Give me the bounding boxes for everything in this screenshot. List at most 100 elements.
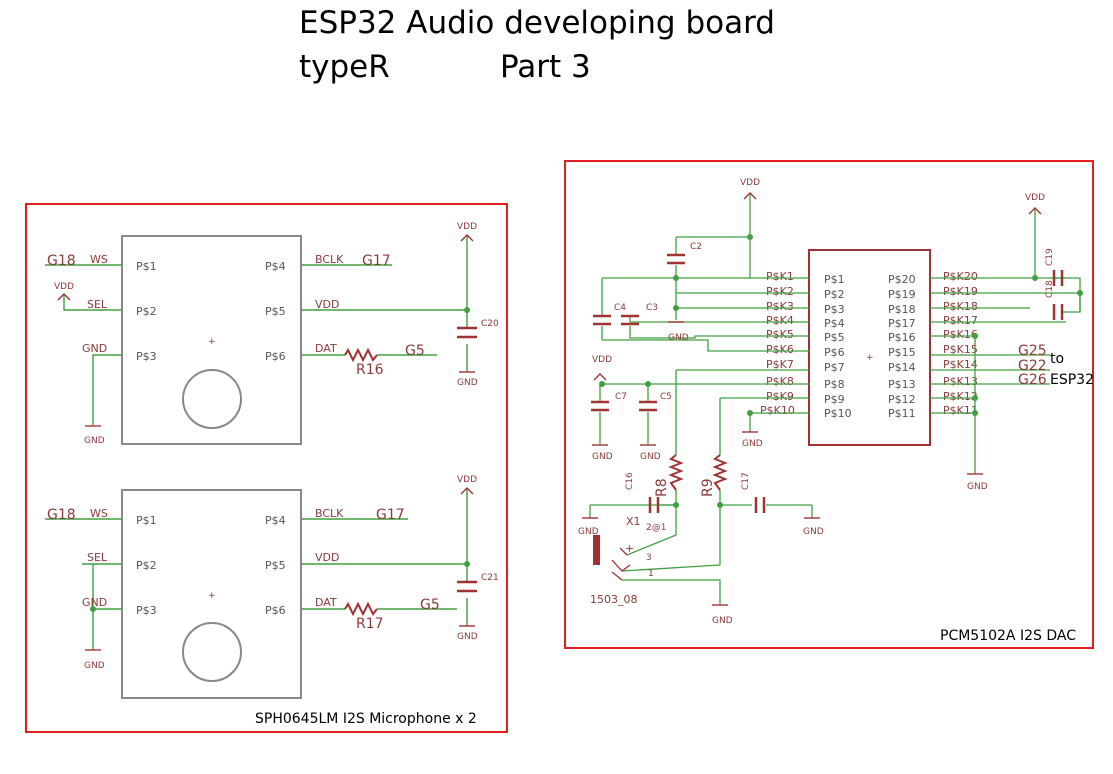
dac-net-left-8: P$K8 (766, 375, 794, 388)
page-title-line2-right: Part 3 (500, 49, 591, 85)
dac-net-left-2: P$K2 (766, 285, 794, 298)
dac-gnd-label-pin10: GND (742, 439, 763, 449)
mic2-pin-4: P$4 (265, 514, 286, 527)
r17-resistor (344, 601, 378, 617)
mic2-vdd-label: VDD (457, 475, 477, 485)
dac-gnd-label-jack-bottom: GND (712, 616, 733, 626)
dac-ic-pin-right-6: P$15 (888, 346, 916, 359)
dac-section-caption: PCM5102A I2S DAC (940, 628, 1076, 644)
mic1-pin-2: P$2 (136, 305, 157, 318)
dac-ic-pin-left-6: P$6 (824, 346, 845, 359)
page-title-line1: ESP32 Audio developing board (299, 5, 775, 41)
mic2-sig-vdd: VDD (315, 551, 339, 564)
dac-ic-pin-left-9: P$9 (824, 393, 845, 406)
esp-net-g26: G26 (1018, 372, 1047, 388)
mic1-sig-gnd: GND (82, 342, 107, 355)
mic2-net-ws: G18 (47, 507, 76, 523)
c3-label: C3 (646, 303, 658, 313)
mic2-symbol: + P$1 P$2 P$3 P$4 P$5 P$6 (121, 489, 302, 699)
mic1-sig-sel: SEL (87, 298, 108, 311)
mic2-gnd-label: GND (84, 661, 105, 671)
dac-vdd-symbols (593, 192, 1042, 381)
dac-net-right-5: P$K16 (943, 328, 978, 341)
dac-gnd-label-c5: GND (640, 452, 661, 462)
audio-jack-x1 (593, 535, 631, 581)
dac-gnd-symbols (582, 321, 983, 606)
mic2-sig-ws: WS (90, 507, 108, 520)
pcm5102a-ic: + (808, 249, 931, 446)
mic2-pin-6: P$6 (265, 604, 286, 617)
dac-ic-pin-right-8: P$13 (888, 378, 916, 391)
dac-ic-pin-right-7: P$14 (888, 361, 916, 374)
esp-net-g22: G22 (1018, 358, 1047, 374)
jack-part-label: 1503_08 (590, 593, 638, 606)
dac-net-right-10: P$K11 (943, 404, 978, 417)
jack-pin-3-label: 3 (646, 553, 652, 563)
mic1-sig-ws: WS (90, 253, 108, 266)
dac-net-right-2: P$K19 (943, 285, 978, 298)
r9-label: R9 (700, 478, 716, 497)
dac-net-left-1: P$K1 (766, 270, 794, 283)
mic1-wires (45, 235, 468, 425)
dac-ic-pin-left-2: P$2 (824, 288, 845, 301)
dac-net-left-10: P$K10 (760, 404, 795, 417)
to-esp32-label-2: ESP32 (1050, 372, 1094, 388)
mic2-pin-5: P$5 (265, 559, 286, 572)
mic2-origin-mark: + (208, 591, 216, 601)
dac-net-right-8: P$K13 (943, 375, 978, 388)
mic-section-caption: SPH0645LM I2S Microphone x 2 (255, 711, 477, 727)
mic1-symbol: + P$1 P$2 P$3 P$4 P$5 P$6 (121, 235, 302, 445)
dac-vdd-label-2: VDD (1025, 193, 1045, 203)
mic1-gnd-symbols (85, 371, 475, 427)
dac-ic-pin-left-1: P$1 (824, 273, 845, 286)
mic1-sig-bclk: BCLK (315, 253, 344, 266)
mic1-net-bclk: G17 (362, 253, 391, 269)
c21-gnd-label: GND (457, 632, 478, 642)
dac-junctions (599, 234, 1083, 508)
mic1-pin-6: P$6 (265, 350, 286, 363)
r17-label: R17 (356, 616, 384, 632)
to-esp32-label-1: to (1050, 351, 1064, 367)
mic1-sig-dat: DAT (315, 342, 337, 355)
mic1-net-ws: G18 (47, 253, 76, 269)
dac-net-right-4: P$K17 (943, 314, 978, 327)
dac-net-left-7: P$K7 (766, 358, 794, 371)
dac-pin-labels: P$1P$2P$3P$4P$5P$6P$7P$8P$9P$10P$20P$19P… (760, 270, 978, 420)
dac-resistors (668, 454, 728, 491)
c17-label: C17 (741, 472, 751, 490)
mic1-gnd-label: GND (84, 436, 105, 446)
mic2-vdd-symbol (460, 487, 474, 495)
c20-label: C20 (481, 319, 499, 329)
mic1-vdd-sel-symbol (57, 293, 71, 301)
r8-label: R8 (654, 478, 670, 497)
mic1-pin-5: P$5 (265, 305, 286, 318)
dac-ic-pin-right-4: P$17 (888, 317, 916, 330)
dac-ic-pin-left-4: P$4 (824, 317, 845, 330)
c20-gnd-label: GND (457, 378, 478, 388)
dac-section-frame (564, 160, 1094, 649)
dac-net-right-3: P$K18 (943, 300, 978, 313)
dac-net-right-6: P$K15 (943, 343, 978, 356)
dac-gnd-label-c7: GND (592, 452, 613, 462)
dac-gnd-label-c3: GND (668, 333, 689, 343)
mic-section-frame (25, 203, 508, 733)
mic2-gnd-symbols (85, 625, 475, 651)
c21-label: C21 (481, 573, 499, 583)
mic2-net-dat: G5 (420, 597, 440, 613)
r16-resistor (344, 347, 378, 363)
dac-ic-pin-left-8: P$8 (824, 378, 845, 391)
mic1-vdd-sel-label: VDD (54, 282, 74, 292)
c20-capacitor (457, 326, 477, 339)
dac-gnd-label-c17: GND (803, 527, 824, 537)
mic2-wires (45, 488, 468, 650)
dac-ic-pin-left-7: P$7 (824, 361, 845, 374)
mic2-sig-gnd: GND (82, 596, 107, 609)
c7-label: C7 (615, 392, 627, 402)
c19-label: C19 (1045, 248, 1055, 266)
dac-ic-pin-right-2: P$19 (888, 288, 916, 301)
dac-net-left-9: P$K9 (766, 390, 794, 403)
mic2-pin-3: P$3 (136, 604, 157, 617)
mic2-sig-bclk: BCLK (315, 507, 344, 520)
dac-net-right-7: P$K14 (943, 358, 978, 371)
